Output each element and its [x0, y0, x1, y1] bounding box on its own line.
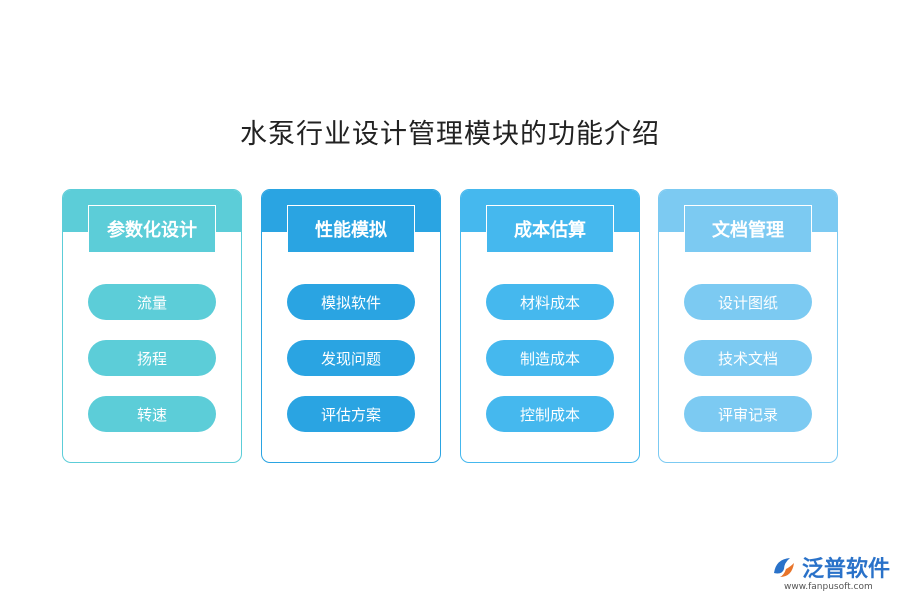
module-header: 成本估算	[486, 205, 614, 253]
module-item-pill: 控制成本	[486, 396, 614, 432]
module-item-pill: 流量	[88, 284, 216, 320]
module-item-pill: 扬程	[88, 340, 216, 376]
logo-url: www.fanpusoft.com	[784, 582, 873, 592]
module-header: 文档管理	[684, 205, 812, 253]
module-item-pill: 制造成本	[486, 340, 614, 376]
module-item-pill: 设计图纸	[684, 284, 812, 320]
module-item-pill: 模拟软件	[287, 284, 415, 320]
module-card: 文档管理设计图纸技术文档评审记录	[658, 189, 838, 463]
module-item-pill: 技术文档	[684, 340, 812, 376]
module-card: 性能模拟模拟软件发现问题评估方案	[261, 189, 441, 463]
module-item-pill: 评审记录	[684, 396, 812, 432]
module-item-pill: 发现问题	[287, 340, 415, 376]
module-item-pill: 材料成本	[486, 284, 614, 320]
logo-text: 泛普软件	[802, 557, 891, 582]
module-item-pill: 评估方案	[287, 396, 415, 432]
module-item-pill: 转速	[88, 396, 216, 432]
brand-logo: 泛普软件	[770, 552, 890, 582]
page-title: 水泵行业设计管理模块的功能介绍	[240, 119, 660, 150]
fanpu-logo-icon	[774, 558, 794, 577]
module-header: 性能模拟	[287, 205, 415, 253]
module-header: 参数化设计	[88, 205, 216, 253]
module-card: 参数化设计流量扬程转速	[62, 189, 242, 463]
module-card: 成本估算材料成本制造成本控制成本	[460, 189, 640, 463]
